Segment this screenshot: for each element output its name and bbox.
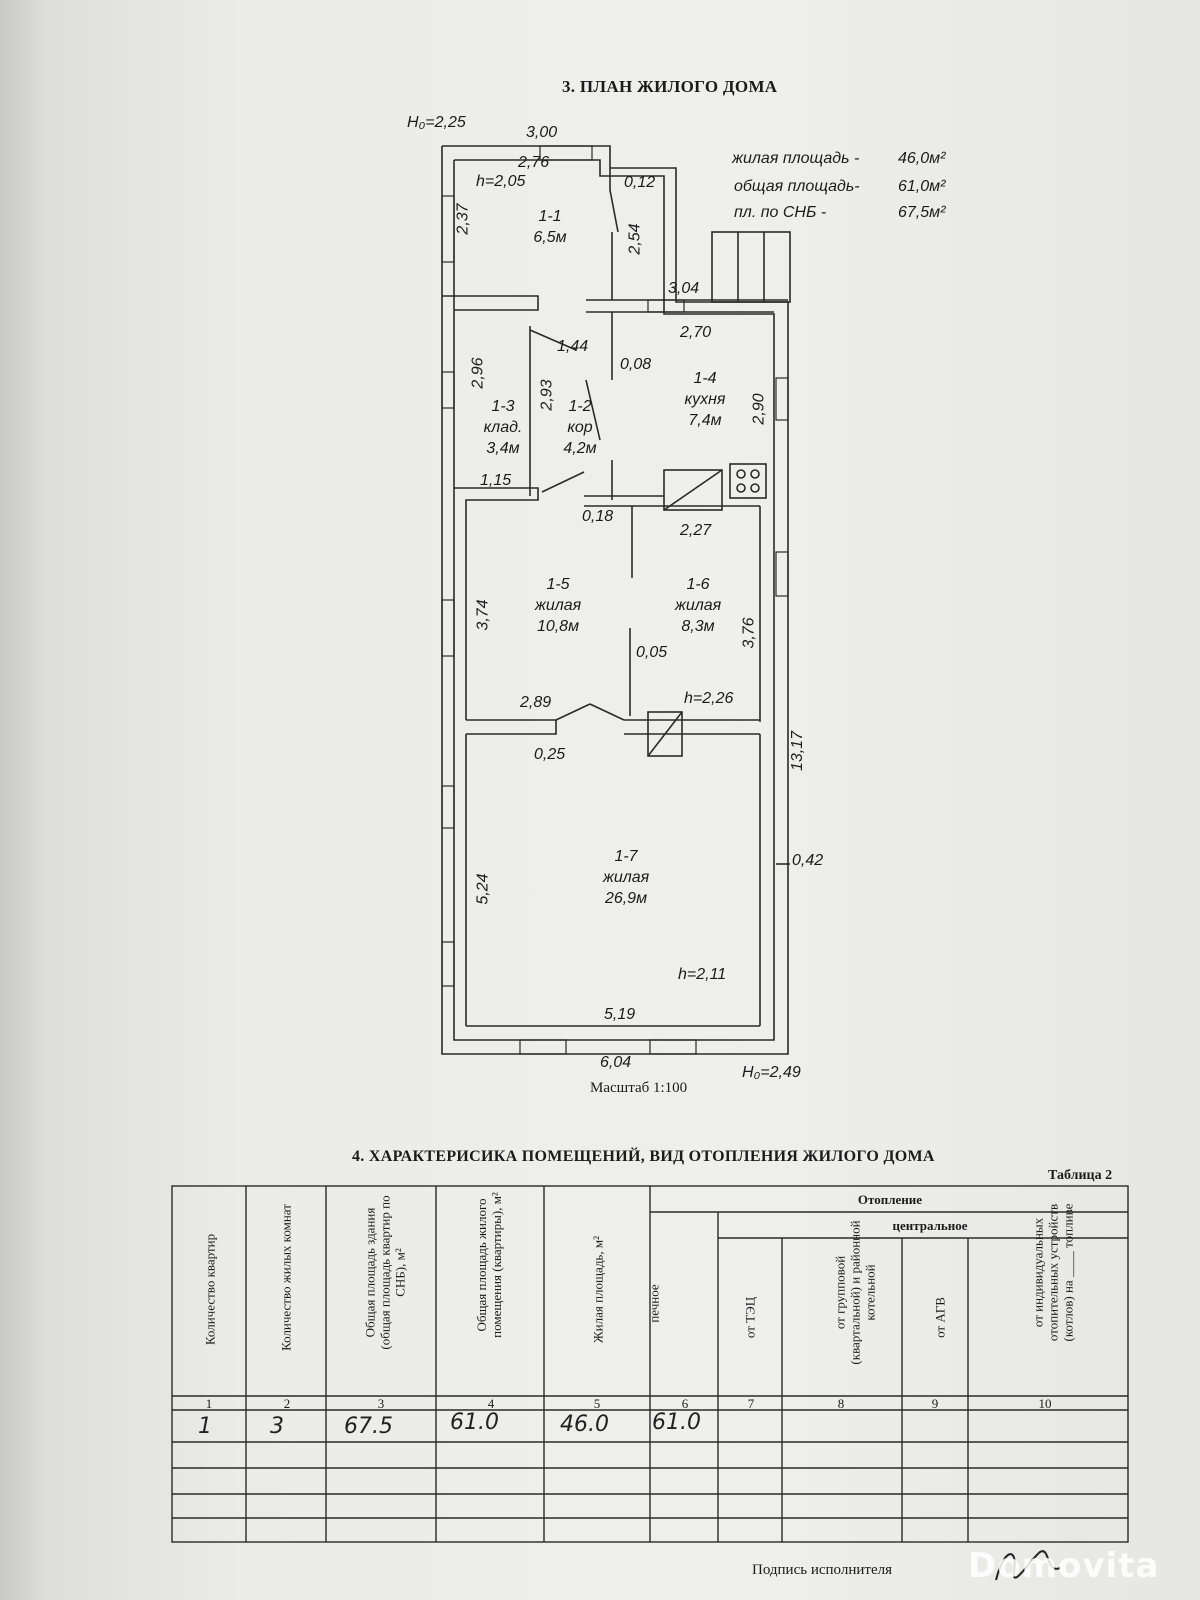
col-num-8: 8 xyxy=(837,1396,845,1411)
cell-rooms: 3 xyxy=(270,1414,284,1439)
dim-0-08: 0,08 xyxy=(620,356,652,373)
snb-area-value: 67,5м² xyxy=(898,204,946,221)
room-1-1-height: h=2,05 xyxy=(476,173,526,190)
dim-5-19: 5,19 xyxy=(604,1006,636,1023)
room-1-7: 1-7 жилая 26,9м xyxy=(602,848,650,907)
cell-total-area: 61.0 xyxy=(450,1410,499,1435)
living-area-label: жилая площадь - xyxy=(732,150,860,167)
col-num-5: 5 xyxy=(593,1396,601,1411)
height-2-26: h=2,26 xyxy=(684,690,734,707)
watermark-logo: Domovita xyxy=(968,1546,1160,1586)
room-1-1: 1-1 6,5м xyxy=(533,208,567,246)
dim-0-25: 0,25 xyxy=(534,746,566,763)
h0-top: Н₀=2,25 xyxy=(407,114,466,131)
room-1-6: 1-6 жилая 8,3м xyxy=(674,576,722,635)
total-area-label: общая площадь- xyxy=(734,178,860,195)
snb-area-label: пл. по СНБ - xyxy=(734,204,827,221)
cell-apartments: 1 xyxy=(198,1414,212,1439)
dim-0-12: 0,12 xyxy=(624,174,656,191)
col-num-7: 7 xyxy=(747,1396,755,1411)
table-caption: Таблица 2 xyxy=(1048,1168,1113,1183)
header-heating: Отопление xyxy=(857,1192,923,1207)
stove-2 xyxy=(647,711,683,757)
cell-stove: 61.0 xyxy=(652,1410,701,1435)
dim-2-27: 2,27 xyxy=(680,522,712,539)
cell-living-area: 46.0 xyxy=(560,1412,609,1437)
table-section-title: 4. ХАРАКТЕРИСИКА ПОМЕЩЕНИЙ, ВИД ОТОПЛЕНИ… xyxy=(352,1148,935,1165)
dim-1-15: 1,15 xyxy=(480,472,512,489)
dim-2-76: 2,76 xyxy=(518,154,550,171)
room-1-5: 1-5 жилая 10,8м xyxy=(534,576,582,635)
dim-3-00: 3,00 xyxy=(526,124,558,141)
cooker xyxy=(729,463,767,499)
room-1-4: 1-4 кухня 7,4м xyxy=(684,370,726,429)
dim-0-42: 0,42 xyxy=(792,852,824,869)
dim-3-04: 3,04 xyxy=(668,280,700,297)
h0-bottom: Н₀=2,49 xyxy=(742,1064,801,1081)
dim-0-05: 0,05 xyxy=(636,644,668,661)
dim-1-44: 1,44 xyxy=(557,338,589,355)
col-num-2: 2 xyxy=(283,1396,291,1411)
plan-section-title: 3. ПЛАН ЖИЛОГО ДОМА xyxy=(562,77,778,96)
scale-label: Масштаб 1:100 xyxy=(590,1080,688,1096)
col-num-4: 4 xyxy=(487,1396,495,1411)
total-area-value: 61,0м² xyxy=(898,178,946,195)
dim-2-70: 2,70 xyxy=(680,324,712,341)
col-num-3: 3 xyxy=(377,1396,385,1411)
room-1-3: 1-3 клад. 3,4м xyxy=(483,398,523,457)
dim-2-89: 2,89 xyxy=(520,694,552,711)
stove xyxy=(663,469,723,511)
room-1-2: 1-2 кор 4,2м xyxy=(563,398,597,457)
living-area-value: 46,0м² xyxy=(898,150,946,167)
room-1-7-height: h=2,11 xyxy=(678,966,727,983)
wall-1-1-bottom xyxy=(442,295,539,311)
signature-label: Подпись исполнителя xyxy=(752,1562,892,1578)
porch xyxy=(711,231,791,303)
col-num-9: 9 xyxy=(931,1396,939,1411)
dim-0-18: 0,18 xyxy=(582,508,614,525)
cell-building-area: 67.5 xyxy=(344,1414,393,1439)
col-num-10: 10 xyxy=(1038,1396,1052,1411)
col-num-1: 1 xyxy=(205,1396,213,1411)
header-central: центральное xyxy=(892,1218,968,1233)
col-num-6: 6 xyxy=(681,1396,689,1411)
dim-6-04: 6,04 xyxy=(600,1054,632,1071)
